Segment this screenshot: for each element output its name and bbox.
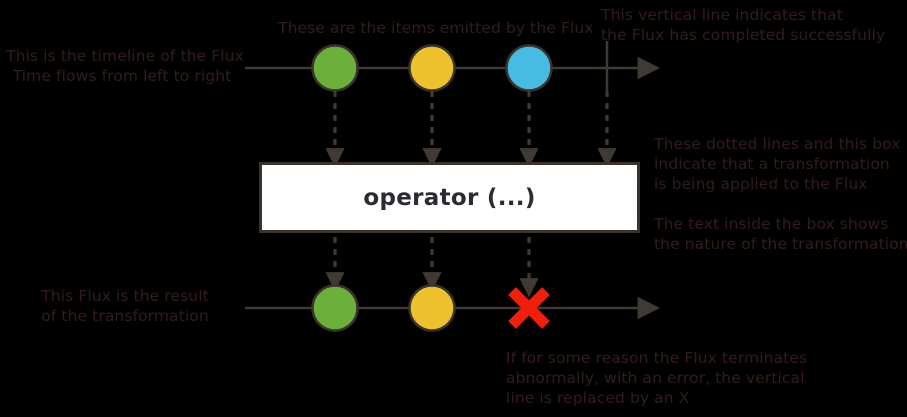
dotted-arrows-out-of-operator [325, 237, 539, 298]
annotation-error-termination: If for some reason the Flux terminates a… [506, 349, 808, 407]
result-marble-green[interactable] [311, 284, 359, 332]
annotation-transformation-lines: These dotted lines and this box indicate… [654, 135, 901, 193]
error-x-icon [508, 287, 550, 329]
source-timeline-group [245, 41, 660, 95]
annotation-items-emitted: These are the items emitted by the Flux [278, 19, 594, 37]
annotation-timeline-description: This is the timeline of the Flux Time fl… [6, 47, 244, 85]
annotation-completion-line: This vertical line indicates that the Fl… [601, 6, 886, 44]
result-marble-yellow[interactable] [408, 284, 456, 332]
source-marble-blue[interactable] [505, 44, 553, 92]
operator-box-label: operator (...) [363, 184, 536, 211]
annotation-result-flux: This Flux is the result of the transform… [41, 287, 209, 325]
source-marble-green[interactable] [311, 44, 359, 92]
dotted-arrows-into-operator [325, 91, 617, 168]
source-marble-yellow[interactable] [408, 44, 456, 92]
operator-box[interactable]: operator (...) [259, 162, 640, 233]
result-timeline-group [245, 284, 660, 332]
annotation-box-text-meaning: The text inside the box shows the nature… [654, 215, 907, 253]
